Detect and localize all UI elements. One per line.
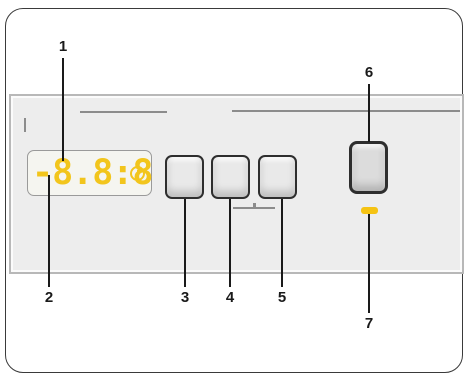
lead-line-4 [229,199,231,287]
lead-line-3 [184,199,186,287]
button-5[interactable] [258,155,297,199]
button-group-bracket-tick [253,203,256,207]
indicator-led [361,207,378,214]
button-3[interactable] [165,155,204,199]
callout-2: 2 [44,289,54,306]
callout-7: 7 [364,315,374,332]
callout-1: 1 [58,38,68,55]
callout-4: 4 [225,289,235,306]
button-group-bracket [233,207,275,209]
panel-groove-right [232,110,460,112]
callout-6: 6 [364,64,374,81]
button-4[interactable] [211,155,250,199]
lead-line-1 [62,58,64,161]
callout-3: 3 [180,289,190,306]
clock-icon [130,166,145,181]
display-window: -8.8:8 [27,150,153,196]
lead-line-2 [48,175,50,287]
panel-corner-mark [24,118,26,132]
button-6[interactable] [349,141,388,194]
lead-line-6 [368,84,370,142]
lead-line-7 [368,214,370,313]
lead-line-5 [281,199,283,287]
panel-groove-left [80,111,167,113]
callout-5: 5 [277,289,287,306]
